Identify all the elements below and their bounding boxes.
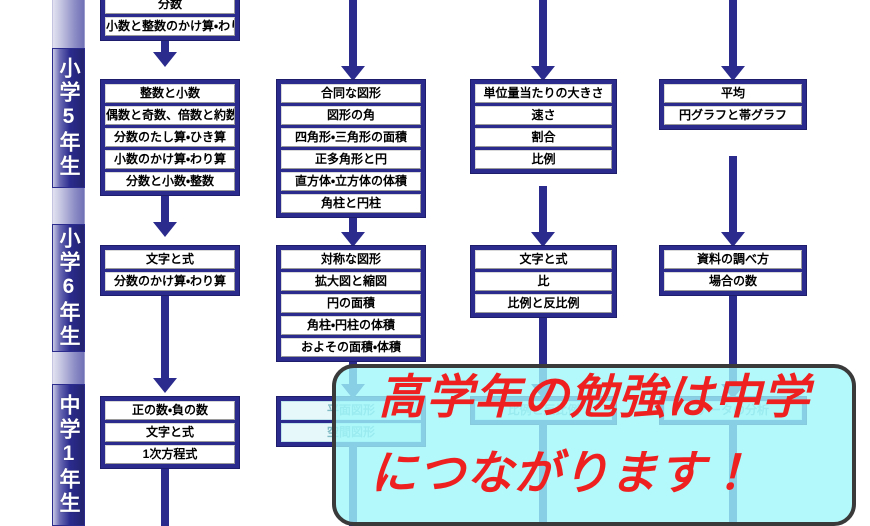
connector-line-col1-d bbox=[161, 462, 169, 526]
topic-item[interactable]: 分数のかけ算・わり算 bbox=[105, 272, 235, 291]
topic-item[interactable]: 小数のかけ算・わり算 bbox=[105, 150, 235, 169]
connector-line-col1-a bbox=[161, 36, 169, 54]
topic-item[interactable]: 拡大図と縮図 bbox=[281, 272, 421, 291]
grade-tab-label: 小学6年生 bbox=[57, 227, 80, 349]
topic-item[interactable]: 四角形・三角形の面積 bbox=[281, 128, 421, 147]
grade-tab-elementary-6[interactable]: 小学6年生 bbox=[52, 224, 85, 352]
topic-item[interactable]: 比例 bbox=[475, 150, 612, 169]
topic-group-grade6-data[interactable]: 資料の調べ方 場合の数 bbox=[659, 245, 807, 296]
topic-item[interactable]: 平均 bbox=[664, 84, 802, 103]
topic-item[interactable]: 場合の数 bbox=[664, 272, 802, 291]
topic-group-grade5-quantity[interactable]: 単位量当たりの大きさ 速さ 割合 比例 bbox=[470, 79, 617, 174]
topic-item[interactable]: 直方体・立方体の体積 bbox=[281, 172, 421, 191]
topic-item[interactable]: 比例と反比例 bbox=[475, 294, 612, 313]
connector-line-col3-a bbox=[539, 0, 547, 70]
topic-item[interactable]: 正の数・負の数 bbox=[105, 401, 235, 420]
topic-item[interactable]: 正多角形と円 bbox=[281, 150, 421, 169]
topic-item[interactable]: 速さ bbox=[475, 106, 612, 125]
connector-arrow-col1-a bbox=[153, 52, 177, 67]
topic-group-grade5-numbers[interactable]: 整数と小数 偶数と奇数、倍数と約数 分数のたし算・ひき算 小数のかけ算・わり算 … bbox=[100, 79, 240, 196]
connector-line-col1-c bbox=[161, 290, 169, 380]
grade-divider-top bbox=[52, 0, 85, 48]
callout-line-2: につながります！ bbox=[370, 446, 754, 501]
topic-item[interactable]: 偶数と奇数、倍数と約数 bbox=[105, 106, 235, 125]
topic-group-grade6-quantity[interactable]: 文字と式 比 比例と反比例 bbox=[470, 245, 617, 318]
connector-line-col3-c bbox=[539, 312, 547, 388]
grade-tab-junior-high-1[interactable]: 中学1年生 bbox=[52, 384, 85, 526]
callout-banner: 高学年の勉強は中学 につながります！ bbox=[332, 364, 856, 526]
grade-divider-1 bbox=[52, 188, 85, 224]
connector-line-col4-b bbox=[729, 156, 737, 236]
topic-item[interactable]: 分数のたし算・ひき算 bbox=[105, 128, 235, 147]
grade-divider-2 bbox=[52, 352, 85, 384]
topic-group-grade4-numbers[interactable]: 分数 小数と整数のかけ算・わり算 bbox=[100, 0, 240, 41]
connector-arrow-col4-b bbox=[721, 232, 745, 247]
topic-group-grade5-geometry[interactable]: 合同な図形 図形の角 四角形・三角形の面積 正多角形と円 直方体・立方体の体積 … bbox=[276, 79, 426, 218]
callout-line-1: 高学年の勉強は中学 bbox=[378, 370, 810, 425]
topic-item[interactable]: 整数と小数 bbox=[105, 84, 235, 103]
topic-group-jhs1-numbers[interactable]: 正の数・負の数 文字と式 1次方程式 bbox=[100, 396, 240, 469]
connector-arrow-col3-a bbox=[531, 66, 555, 81]
grade-tab-label: 小学5年生 bbox=[57, 57, 80, 179]
connector-arrow-col1-b bbox=[153, 222, 177, 237]
connector-line-col2-b bbox=[349, 208, 357, 236]
topic-item[interactable]: 対称な図形 bbox=[281, 250, 421, 269]
topic-group-grade5-data[interactable]: 平均 円グラフと帯グラフ bbox=[659, 79, 807, 130]
grade-tab-label: 中学1年生 bbox=[57, 394, 80, 516]
connector-line-col4-a bbox=[729, 0, 737, 70]
connector-line-col1-b bbox=[161, 188, 169, 224]
connector-arrow-col4-a bbox=[721, 66, 745, 81]
topic-item[interactable]: 円グラフと帯グラフ bbox=[664, 106, 802, 125]
topic-item[interactable]: 分数と小数・整数 bbox=[105, 172, 235, 191]
connector-line-col4-c bbox=[729, 290, 737, 388]
connector-arrow-col2-a bbox=[341, 66, 365, 81]
connector-arrow-col2-b bbox=[341, 232, 365, 247]
topic-item[interactable]: 資料の調べ方 bbox=[664, 250, 802, 269]
connector-line-col3-b bbox=[539, 186, 547, 236]
topic-item[interactable]: 円の面積 bbox=[281, 294, 421, 313]
connector-line-col2-a bbox=[349, 0, 357, 70]
connector-arrow-col3-b bbox=[531, 232, 555, 247]
topic-group-grade6-geometry[interactable]: 対称な図形 拡大図と縮図 円の面積 角柱・円柱の体積 およその面積・体積 bbox=[276, 245, 426, 362]
topic-item[interactable]: 図形の角 bbox=[281, 106, 421, 125]
topic-item[interactable]: 1次方程式 bbox=[105, 445, 235, 464]
topic-item[interactable]: 比 bbox=[475, 272, 612, 291]
topic-item[interactable]: およその面積・体積 bbox=[281, 338, 421, 357]
topic-item[interactable]: 文字と式 bbox=[105, 250, 235, 269]
topic-group-grade6-numbers[interactable]: 文字と式 分数のかけ算・わり算 bbox=[100, 245, 240, 296]
connector-arrow-col1-c bbox=[153, 378, 177, 393]
topic-item[interactable]: 単位量当たりの大きさ bbox=[475, 84, 612, 103]
topic-item[interactable]: 割合 bbox=[475, 128, 612, 147]
topic-item[interactable]: 文字と式 bbox=[105, 423, 235, 442]
topic-item[interactable]: 合同な図形 bbox=[281, 84, 421, 103]
topic-item[interactable]: 分数 bbox=[105, 0, 235, 14]
topic-item[interactable]: 角柱・円柱の体積 bbox=[281, 316, 421, 335]
topic-item[interactable]: 角柱と円柱 bbox=[281, 194, 421, 213]
topic-item[interactable]: 小数と整数のかけ算・わり算 bbox=[105, 17, 235, 36]
grade-tab-elementary-5[interactable]: 小学5年生 bbox=[52, 48, 85, 188]
topic-item[interactable]: 文字と式 bbox=[475, 250, 612, 269]
